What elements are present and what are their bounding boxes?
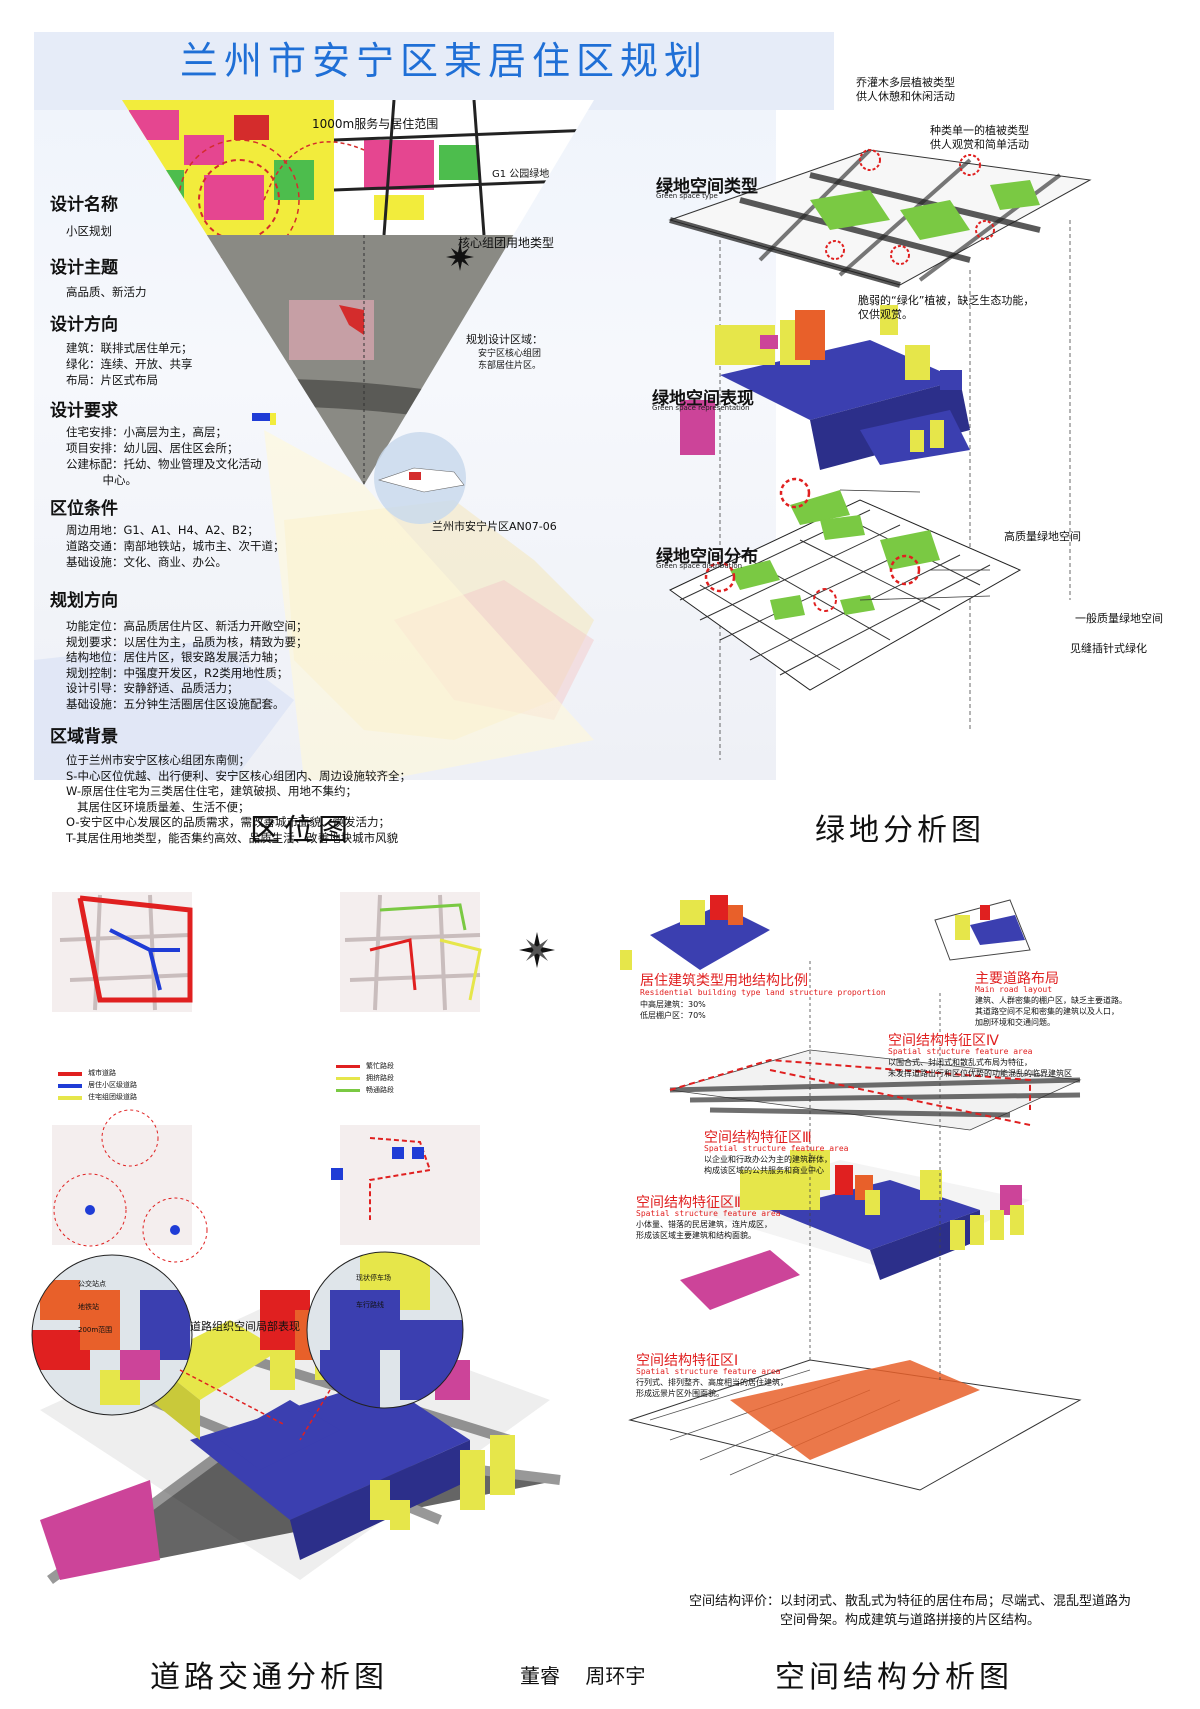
structure-top-right [934, 899, 1031, 961]
location-maps [34, 100, 594, 780]
zone-title: 空间结构特征区Ⅰ [636, 1353, 739, 1369]
note-high-quality: 高质量绿地空间 [1004, 530, 1081, 543]
section-heading: 区域背景 [50, 727, 118, 747]
note-single-type: 种类单一的植被类型 供人观赏和简单活动 [930, 124, 1029, 151]
layer-title: 绿地空间类型 [656, 177, 758, 197]
section-heading: 设计名称 [50, 195, 118, 215]
layer-subtitle: Green space distribution [656, 562, 743, 570]
structure-diagram [620, 895, 1082, 1491]
section-text: 小区规划 [66, 224, 112, 238]
road-layout-text: 建筑、人群密集的棚户区，缺乏主要道路。 其道路空间不足和密集的建筑以及人口， 加… [975, 996, 1127, 1027]
district-label: 兰州市安宁片区AN07-06 [432, 520, 557, 533]
section-text: 周边用地：G1、A1、H4、A2、B2； 道路交通：南部地铁站，城市主、次干道；… [66, 523, 285, 569]
authors: 董睿 周环宇 [520, 1664, 646, 1688]
road-layout-title: 主要道路布局 [975, 971, 1059, 987]
legend-item: 繁忙路段 [366, 1062, 394, 1070]
legend-item: 200m范围 [78, 1326, 113, 1334]
title-bar [34, 32, 834, 110]
layer-subtitle: Green space type [656, 192, 718, 200]
zone-subtitle: Spatial structure feature area [636, 1209, 781, 1218]
legend-item: 车行路线 [356, 1301, 384, 1309]
section-heading: 设计要求 [50, 401, 118, 421]
road-map-4 [340, 1125, 480, 1245]
road-insets [31, 1251, 464, 1441]
zone-subtitle: Spatial structure feature area [636, 1367, 781, 1376]
legend-item: 城市道路 [88, 1069, 116, 1077]
legend-item: 居住小区级道路 [88, 1081, 137, 1089]
layer-title: 绿地空间分布 [656, 547, 758, 567]
section-heading: 设计主题 [50, 258, 118, 278]
zone-text: 行列式、排列整齐、高度相当的居住建筑， 形成远景片区外围面貌。 [636, 1378, 788, 1398]
legend-item: 住宅组团级道路 [88, 1093, 137, 1101]
design-area-desc: 安宁区核心组团 东部居住片区。 [478, 349, 542, 371]
park-label: G1 公园绿地 [492, 169, 550, 180]
green-analysis-diagram [668, 148, 1092, 760]
local-label: 道路组织空间局部表现 [190, 1320, 300, 1333]
note-fragile: 脆弱的“绿化”植被，缺乏生态功能， 仅供观赏。 [858, 294, 1035, 321]
legend-item: 拥挤路段 [366, 1074, 394, 1082]
section-heading: 区位条件 [50, 499, 118, 519]
ratio-title: 居住建筑类型用地结构比例 [640, 973, 808, 989]
legend-item: 畅通路段 [366, 1086, 394, 1094]
road-map-3 [52, 1125, 192, 1245]
note-normal-quality: 一般质量绿地空间 [1075, 612, 1163, 625]
caption-structure: 空间结构分析图 [775, 1660, 1013, 1695]
road-layout-subtitle: Main road layout [975, 985, 1053, 994]
note-gap-green: 见缝插针式绿化 [1070, 642, 1147, 655]
zone-text: 以企业和行政办公为主的建筑群体， 构成该区域的公共服务和商业中心 [704, 1155, 832, 1175]
region-blue [34, 640, 294, 780]
ratio-text: 中高层建筑：30% 低层棚户区：70% [640, 1000, 706, 1020]
service-range-label: 1000m服务与居住范围 [312, 117, 439, 131]
caption-road: 道路交通分析图 [150, 1660, 388, 1695]
layer-title: 绿地空间表现 [652, 389, 754, 409]
section-text: 位于兰州市安宁区核心组团东南侧； S-中心区位优越、出行便利、安宁区核心组团内、… [66, 753, 411, 845]
section-text: 住宅安排：小高层为主，高层； 项目安排：幼儿园、居住区会所； 公建标配：托幼、物… [66, 425, 262, 487]
zone-title: 空间结构特征区Ⅱ [636, 1195, 741, 1211]
green-layer-2 [680, 305, 970, 470]
section-text: 建筑：联排式居住单元； 绿化：连续、开放、共享 布局：片区式布局 [66, 341, 193, 387]
compass-icon [446, 243, 474, 271]
zone-text: 以围合式、封闭式和散乱式布局为特征， 未发挥道路出行和区位优势的功能混乱的临界建… [888, 1058, 1072, 1078]
legend-item: 公交站点 [78, 1280, 106, 1288]
zone-title: 空间结构特征区Ⅲ [704, 1130, 812, 1146]
section-text: 高品质、新活力 [66, 285, 147, 299]
section-heading: 设计方向 [50, 315, 118, 335]
caption-green: 绿地分析图 [815, 813, 985, 848]
core-land-label: 核心组团用地类型 [458, 236, 555, 250]
page-title: 兰州市安宁区某居住区规划 [180, 39, 709, 83]
beam [264, 430, 594, 780]
zone-subtitle: Spatial structure feature area [704, 1144, 849, 1153]
evaluation-text: 空间结构评价：以封闭式、散乱式为特征的居住布局；尽端式、混乱型道路为 空间骨架。… [688, 1594, 1131, 1628]
zone-text: 小体量、错落的民居建筑，连片成区， 形成该区域主要建筑和结构面貌。 [636, 1220, 772, 1240]
compass-icon [519, 932, 555, 968]
note-multi-layer: 乔灌木多层植被类型 供人休憩和休闲活动 [856, 76, 955, 103]
legend-item: 现状停车场 [356, 1274, 391, 1282]
section-text: 功能定位：高品质居住片区、新活力开敞空间； 规划要求：以居住为主，品质为核，精致… [66, 619, 308, 711]
green-layer-3 [669, 477, 1022, 691]
design-info: 设计名称 小区规划 设计主题 高品质、新活力 设计方向 建筑：联排式居住单元； … [50, 190, 411, 846]
structure-top-left [620, 895, 770, 970]
ratio-subtitle: Residential building type land structure… [640, 988, 886, 997]
caption-location: 区位图 [250, 813, 352, 848]
zone-title: 空间结构特征区Ⅳ [888, 1033, 999, 1049]
zone-subtitle: Spatial structure feature area [888, 1047, 1033, 1056]
layer-subtitle: Green space representation [652, 404, 750, 412]
legend-item: 地铁站 [78, 1303, 99, 1311]
section-heading: 规划方向 [50, 591, 118, 611]
design-area-title: 规划设计区域： [466, 333, 543, 346]
